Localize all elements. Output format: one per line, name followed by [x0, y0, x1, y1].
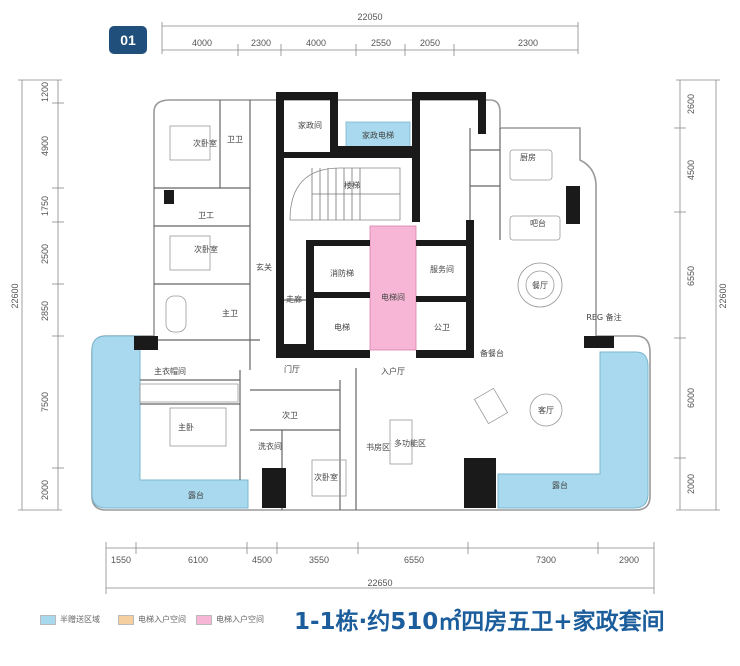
- dimension-right: 6000: [686, 388, 696, 408]
- dimension-left-total: 22600: [10, 283, 20, 308]
- dimension-left: 1200: [40, 82, 50, 102]
- dimension-top: 4000: [306, 38, 326, 48]
- legend-item-entry-pink: 电梯入户空间: [196, 614, 264, 625]
- dimension-left: 4900: [40, 136, 50, 156]
- dimension-right: 4500: [686, 160, 696, 180]
- dimension-top-total: 22050: [357, 12, 382, 22]
- elevator-entry-space: [369, 225, 417, 351]
- room-label: 电梯: [334, 322, 350, 332]
- dimension-top: 2300: [251, 38, 271, 48]
- room-label: 多功能区: [394, 438, 426, 448]
- room-label: 备餐台: [480, 348, 504, 358]
- legend-label: 电梯入户空间: [138, 615, 186, 624]
- dimension-right: 2600: [686, 94, 696, 114]
- core-walls: [134, 92, 614, 508]
- terrace-right: [497, 351, 649, 509]
- room-label: 主衣帽间: [154, 366, 186, 376]
- dimension-bottom: 6100: [188, 555, 208, 565]
- room-label: 餐厅: [532, 281, 548, 290]
- room-label: 卫卫: [227, 135, 243, 144]
- room-label: 次卧室: [194, 244, 218, 254]
- room-label: 楼梯: [344, 180, 360, 190]
- dimension-right: 6550: [686, 266, 696, 286]
- room-label: 服务间: [430, 264, 454, 274]
- room-label: 消防梯: [330, 268, 354, 278]
- legend-label: 电梯入户空间: [216, 615, 264, 624]
- room-label: 卫工: [198, 211, 214, 220]
- room-label: 露台: [552, 480, 568, 490]
- terrace-left: [91, 335, 249, 509]
- dimension-left: 2000: [40, 480, 50, 500]
- dimension-left: 2500: [40, 244, 50, 264]
- dimension-bottom-total: 22650: [367, 578, 392, 588]
- stair-landing: [289, 167, 401, 221]
- room-label: 电梯间: [381, 292, 405, 302]
- room-label: 门厅: [284, 364, 300, 374]
- dimension-right: 2000: [686, 474, 696, 494]
- dimension-top: 2550: [371, 38, 391, 48]
- room-label: 客厅: [538, 405, 554, 415]
- room-label: 家政间: [298, 120, 322, 130]
- room-label: 次卧室: [314, 472, 338, 482]
- legend-swatch: [118, 614, 134, 625]
- room-label: 厨房: [520, 152, 536, 162]
- legend-swatch: [196, 614, 212, 625]
- dimension-bottom: 1550: [111, 555, 131, 565]
- dimension-left: 1750: [40, 196, 50, 216]
- dimension-top: 2300: [518, 38, 538, 48]
- dimension-left: 2850: [40, 301, 50, 321]
- plan-title: 1-1栋·约510㎡四房五卫+家政套间: [294, 609, 665, 635]
- dimension-left: 7500: [40, 392, 50, 412]
- room-label: 公卫: [434, 323, 450, 332]
- room-label: REG 备注: [586, 312, 621, 322]
- stair-steps: [311, 168, 400, 220]
- legend-item-semi-gifted: 半赠送区域: [40, 614, 100, 625]
- room-label: 次卧室: [193, 138, 217, 148]
- legend-label: 半赠送区域: [60, 615, 100, 624]
- floor-plan: 22050 4000 2300 4000 2550 2050 2300 1550…: [10, 12, 728, 594]
- furniture: [139, 125, 563, 497]
- dimension-bottom: 6550: [404, 555, 424, 565]
- dimension-lines: [21, 25, 717, 589]
- dimension-bottom: 2900: [619, 555, 639, 565]
- legend-item-entry-orange: 电梯入户空间: [118, 614, 186, 625]
- room-label: 书房区: [366, 442, 390, 452]
- room-label: 次卫: [282, 410, 298, 420]
- legend-swatch: [40, 614, 56, 625]
- room-label: 主卧: [178, 422, 194, 432]
- room-label: 入户厅: [381, 366, 405, 376]
- dimension-right-total: 22600: [718, 283, 728, 308]
- plan-number-badge: 01: [109, 26, 147, 54]
- room-label: 主卫: [222, 308, 238, 318]
- room-label: 洗衣间: [258, 441, 282, 451]
- dimension-bottom: 7300: [536, 555, 556, 565]
- room-label: 吧台: [530, 218, 546, 228]
- room-label: 走廊: [286, 294, 302, 304]
- room-label: 家政电梯: [362, 130, 394, 140]
- dimension-ticks: [18, 22, 720, 594]
- dimension-top: 2050: [420, 38, 440, 48]
- room-label: 露台: [188, 490, 204, 500]
- dimension-top: 4000: [192, 38, 212, 48]
- room-label: 玄关: [256, 262, 272, 272]
- dimension-bottom: 3550: [309, 555, 329, 565]
- dimension-bottom: 4500: [252, 555, 272, 565]
